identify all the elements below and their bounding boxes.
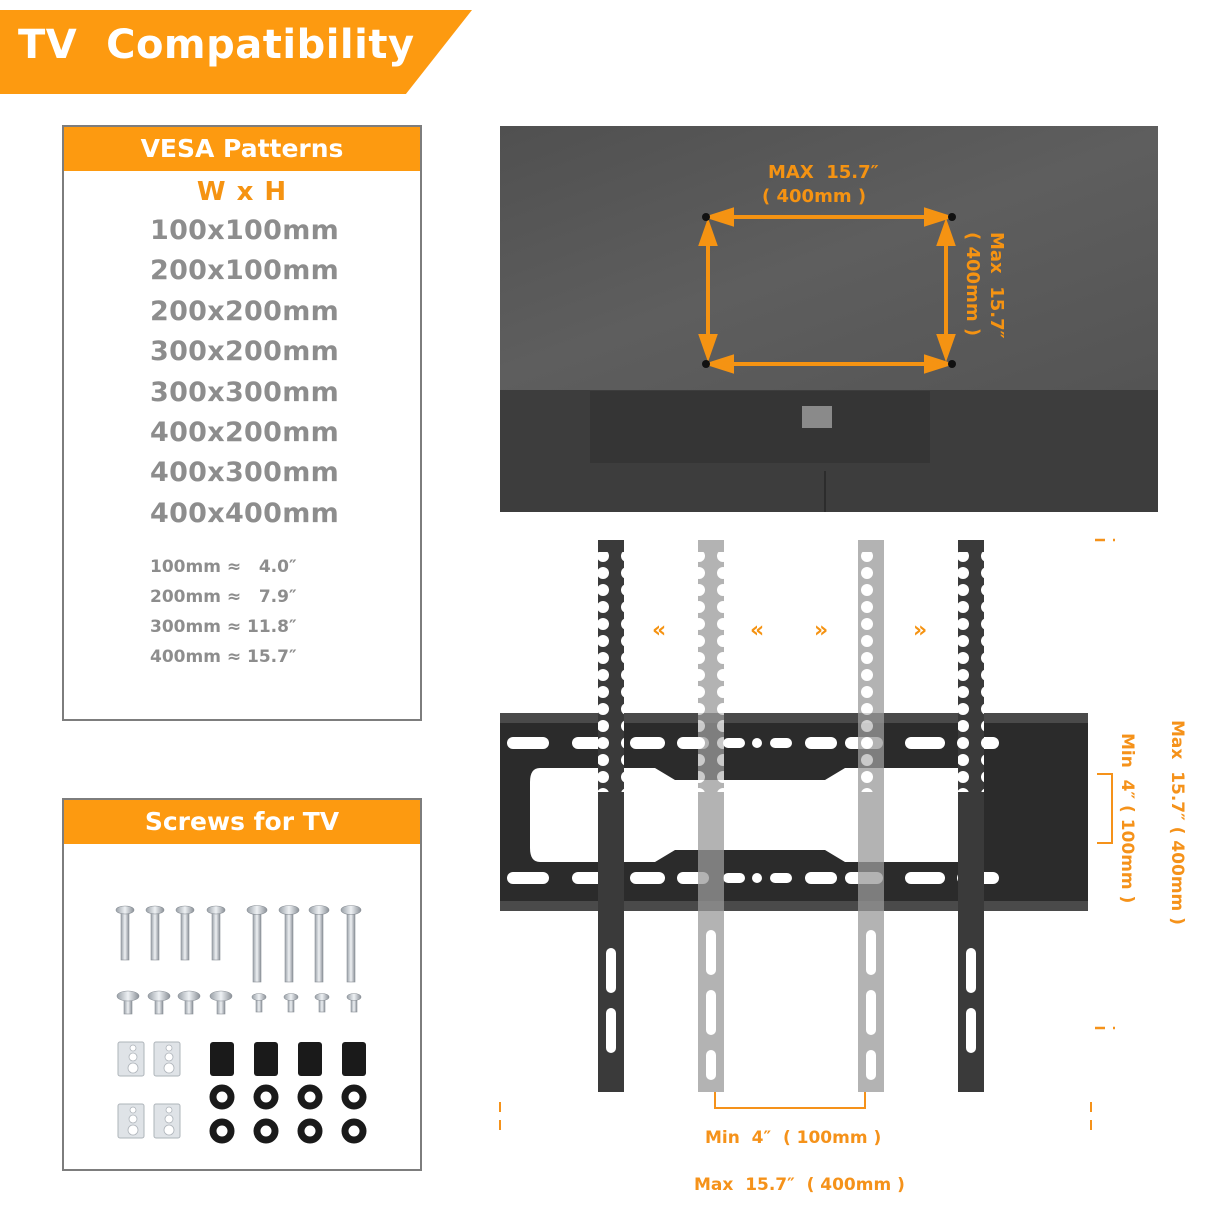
rubber-washers-icon (209, 1084, 367, 1144)
bracket-arm-left-dark (598, 540, 624, 1092)
wall-mount-bracket-illustration (499, 538, 1115, 1130)
title-banner (0, 10, 472, 94)
right-max-dimension-label: Max 15.7″ ( 400mm ) (1167, 720, 1187, 925)
vesa-pattern: 400x300mm (150, 457, 340, 489)
tv-horizontal-label-line1: MAX 15.7″ (768, 162, 879, 183)
bottom-max-dimension-label: Max 15.7″ ( 400mm ) (694, 1175, 905, 1195)
unit-conversion-list: 100mm ≈ 4.0″ 200mm ≈ 7.9″ 300mm ≈ 11.8″ … (64, 552, 420, 672)
bottom-min-dimension-label: Min 4″ ( 100mm ) (705, 1128, 882, 1148)
vesa-subtitle: W x H (196, 177, 288, 207)
screws-panel: Screws for TV (62, 798, 422, 1171)
unit-conversion: 400mm ≈ 15.7″ (150, 647, 297, 668)
chevron-left-icon: « (750, 618, 765, 643)
bracket-arm-inner-left (698, 540, 724, 1092)
screws-panel-title: Screws for TV (64, 800, 420, 844)
vesa-pattern: 200x200mm (150, 295, 340, 327)
vesa-panel-title: VESA Patterns (64, 127, 420, 171)
unit-conversion: 300mm ≈ 11.8″ (150, 617, 297, 638)
screws-hardware-illustration (115, 905, 367, 1144)
vesa-pattern: 300x200mm (150, 336, 340, 368)
bracket-arm-right-dark (958, 540, 984, 1092)
unit-conversion: 100mm ≈ 4.0″ (150, 557, 297, 578)
vesa-hole-arrows (590, 207, 956, 512)
tv-back-image: MAX 15.7″ ( 400mm ) Max 15.7″ ( 400mm ) (500, 126, 1158, 512)
long-screws-icon (115, 905, 362, 983)
vesa-pattern-list: 100x100mm 200x100mm 200x200mm 300x200mm … (64, 211, 420, 534)
vesa-pattern: 300x300mm (150, 376, 340, 408)
vesa-pattern: 200x100mm (150, 255, 340, 287)
chevron-right-icon: » (913, 618, 928, 643)
right-min-dimension-label: Min 4″ ( 100mm ) (1117, 733, 1137, 904)
vesa-pattern: 400x400mm (150, 497, 340, 529)
spacers-icon (210, 1042, 366, 1076)
chevron-left-icon: « (652, 618, 667, 643)
tv-horizontal-label-line2: ( 400mm ) (762, 186, 867, 207)
unit-conversion: 200mm ≈ 7.9″ (150, 587, 297, 608)
short-screws-icon (116, 990, 362, 1015)
page-title: TV Compatibility (18, 22, 415, 68)
chevron-right-icon: » (814, 618, 829, 643)
vesa-pattern: 400x200mm (150, 416, 340, 448)
tv-vertical-label: Max 15.7″ ( 400mm ) (962, 232, 1007, 339)
vesa-patterns-panel: VESA Patterns W x H 100x100mm 200x100mm … (62, 125, 422, 721)
vesa-pattern: 100x100mm (150, 215, 340, 246)
